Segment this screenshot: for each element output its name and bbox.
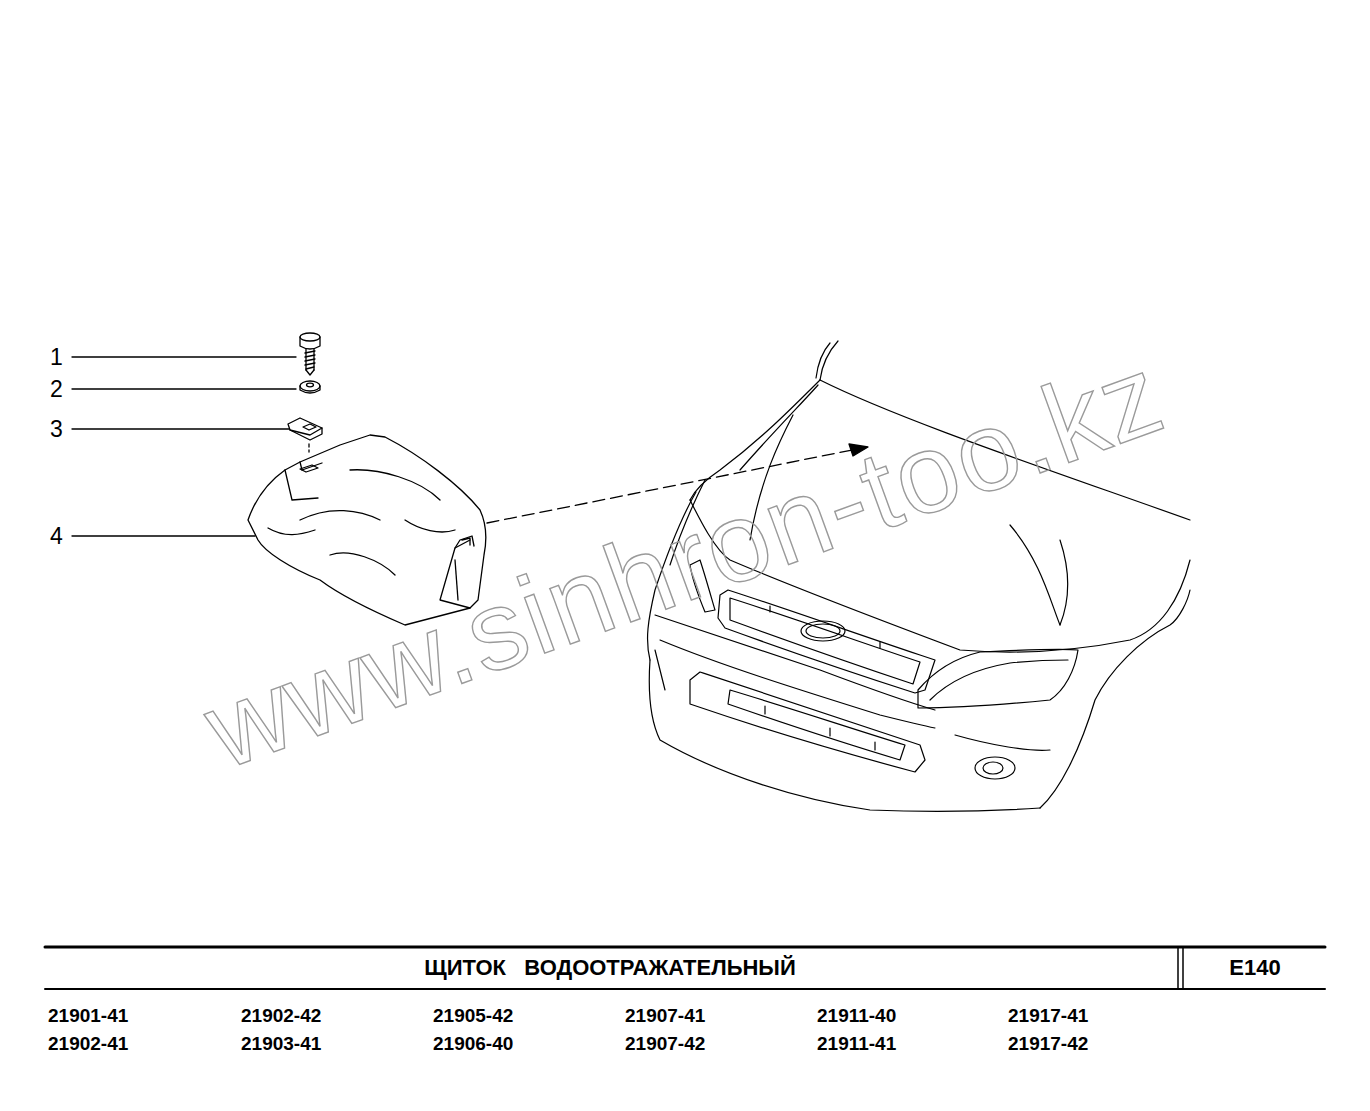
washer: [300, 381, 320, 393]
clip-nut: [288, 418, 322, 452]
callout-number: 1: [50, 346, 63, 369]
sheet-number: E140: [1229, 957, 1280, 979]
watermark: www.sinhron-too.kz: [193, 337, 1178, 787]
screw: [300, 333, 320, 375]
leader-line: [72, 356, 296, 357]
sheet-title: ЩИТОК ВОДООТРАЖАТЕЛЬНЫЙ: [424, 957, 795, 979]
model-code: 21906-40: [433, 1034, 513, 1053]
model-code: 21903-41: [241, 1034, 321, 1053]
model-code: 21911-41: [817, 1034, 896, 1053]
leader-line: [72, 535, 255, 536]
leader-line: [72, 428, 289, 429]
model-code: 21907-42: [625, 1034, 705, 1053]
model-code: 21911-40: [817, 1006, 896, 1025]
title-block-frame: [45, 947, 1325, 989]
model-code: 21917-41: [1008, 1006, 1088, 1025]
model-code: 21907-41: [625, 1006, 705, 1025]
model-code: 21917-42: [1008, 1034, 1088, 1053]
model-code: 21901-41: [48, 1006, 128, 1025]
callout-number: 2: [50, 378, 63, 401]
model-code: 21902-42: [241, 1006, 321, 1025]
callout-number: 3: [50, 418, 63, 441]
model-code: 21902-41: [48, 1034, 128, 1053]
callout-number: 4: [50, 525, 63, 548]
leader-line: [72, 388, 296, 389]
model-code: 21905-42: [433, 1006, 513, 1025]
